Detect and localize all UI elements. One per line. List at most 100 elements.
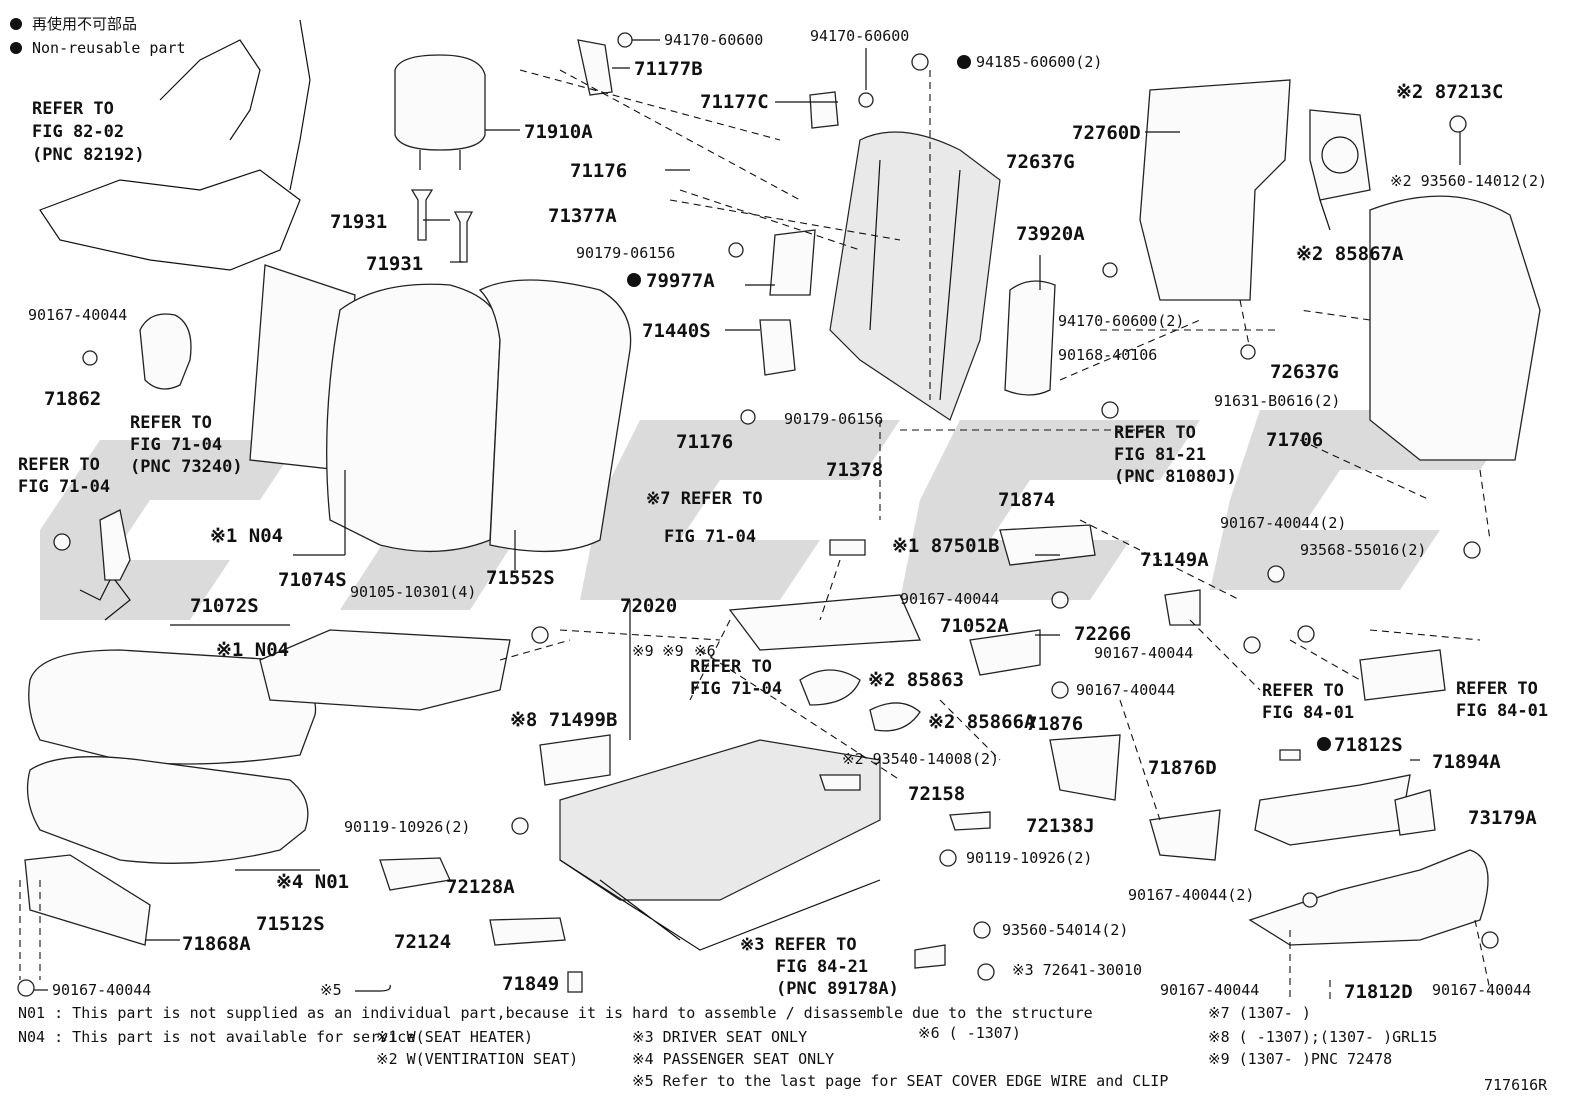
label-refer-84-01-a-fig[interactable]: FIG 84-01 bbox=[1262, 703, 1354, 723]
label-refer-71-04-a-pnc[interactable]: (PNC 73240) bbox=[130, 457, 243, 477]
part-71499B[interactable]: ※8 71499B bbox=[510, 709, 617, 731]
label-refer-84-21-pnc[interactable]: (PNC 89178A) bbox=[776, 979, 899, 999]
label-refer-84-21[interactable]: ※3 REFER TO bbox=[740, 935, 857, 955]
part-90119-10926-a[interactable]: 90119-10926(2) bbox=[344, 818, 470, 836]
part-71176-lower[interactable]: 71176 bbox=[676, 431, 733, 453]
part-90179-06156-b[interactable]: 90179-06156 bbox=[784, 410, 883, 428]
part-71812S[interactable]: 71812S bbox=[1334, 734, 1403, 756]
part-94170-60600-b[interactable]: 94170-60600 bbox=[810, 27, 909, 45]
part-71440S[interactable]: 71440S bbox=[642, 320, 711, 342]
part-71894A[interactable]: 71894A bbox=[1432, 751, 1501, 773]
label-refer-82-02-pnc[interactable]: (PNC 82192) bbox=[32, 145, 145, 165]
part-94170-60600-c[interactable]: 94170-60600(2) bbox=[1058, 312, 1184, 330]
label-refer-71-04-a-fig[interactable]: FIG 71-04 bbox=[130, 435, 222, 455]
part-71910A[interactable]: 71910A bbox=[524, 121, 593, 143]
part-71074S[interactable]: 71074S bbox=[278, 569, 347, 591]
part-71812D[interactable]: 71812D bbox=[1344, 981, 1413, 1003]
part-90119-10926-b[interactable]: 90119-10926(2) bbox=[966, 849, 1092, 867]
part-71052A[interactable]: 71052A bbox=[940, 615, 1009, 637]
part-71552S[interactable]: 71552S bbox=[486, 567, 555, 589]
part-72124[interactable]: 72124 bbox=[394, 931, 451, 953]
part-79977A[interactable]: 79977A bbox=[646, 270, 715, 292]
label-refer-81-21-pnc[interactable]: (PNC 81080J) bbox=[1114, 467, 1237, 487]
part-93560-14012[interactable]: ※2 93560-14012(2) bbox=[1390, 172, 1547, 190]
part-90167-40044-r2[interactable]: 90167-40044(2) bbox=[1220, 514, 1346, 532]
part-90167-40044-r[interactable]: 90167-40044 bbox=[1094, 644, 1193, 662]
part-71072S[interactable]: 71072S bbox=[190, 595, 259, 617]
part-90167-40044-r3[interactable]: 90167-40044(2) bbox=[1128, 886, 1254, 904]
part-93560-54014[interactable]: 93560-54014(2) bbox=[1002, 921, 1128, 939]
part-72128A[interactable]: 72128A bbox=[446, 876, 515, 898]
part-N01[interactable]: ※4 N01 bbox=[276, 871, 349, 893]
label-refer-84-21-fig[interactable]: FIG 84-21 bbox=[776, 957, 868, 977]
part-71876D[interactable]: 71876D bbox=[1148, 757, 1217, 779]
part-71931-lower[interactable]: 71931 bbox=[366, 253, 423, 275]
part-87501B[interactable]: ※1 87501B bbox=[892, 535, 999, 557]
part-90167-40044-r5[interactable]: 90167-40044 bbox=[1432, 981, 1531, 999]
part-71862[interactable]: 71862 bbox=[44, 388, 101, 410]
part-71849[interactable]: 71849 bbox=[502, 973, 559, 995]
label-refer-71-04-b[interactable]: REFER TO bbox=[18, 455, 100, 475]
label-refer-71-04-b-fig[interactable]: FIG 71-04 bbox=[18, 477, 110, 497]
part-72138J[interactable]: 72138J bbox=[1026, 815, 1095, 837]
part-71512S[interactable]: 71512S bbox=[256, 913, 325, 935]
label-refer-84-01-a[interactable]: REFER TO bbox=[1262, 681, 1344, 701]
footnotes: N01 : This part is not supplied as an in… bbox=[18, 1004, 1548, 1094]
part-72020[interactable]: 72020 bbox=[620, 595, 677, 617]
label-refer-84-01-b-fig[interactable]: FIG 84-01 bbox=[1456, 701, 1548, 721]
part-72158[interactable]: 72158 bbox=[908, 783, 965, 805]
part-72641-30010[interactable]: ※3 72641-30010 bbox=[1012, 961, 1142, 979]
part-93540-14008[interactable]: ※2 93540-14008(2) bbox=[842, 750, 999, 768]
part-90167-40044-bl[interactable]: 90167-40044 bbox=[52, 981, 151, 999]
part-90167-40044-m[interactable]: 90167-40044 bbox=[900, 590, 999, 608]
label-refer-71-04-c[interactable]: ※7 REFER TO bbox=[646, 489, 763, 509]
part-71378[interactable]: 71378 bbox=[826, 459, 883, 481]
part-90179-06156-a[interactable]: 90179-06156 bbox=[576, 244, 675, 262]
part-90167-40044-tl[interactable]: 90167-40044 bbox=[28, 306, 127, 324]
footnote-x2: ※2 W(VENTIRATION SEAT) bbox=[376, 1050, 578, 1068]
part-85866A[interactable]: ※2 85866A bbox=[928, 711, 1036, 733]
part-73179A[interactable]: 73179A bbox=[1468, 807, 1537, 829]
drawing-number: 717616R bbox=[1484, 1076, 1548, 1094]
part-71874[interactable]: 71874 bbox=[998, 489, 1055, 511]
part-71377A[interactable]: 71377A bbox=[548, 205, 617, 227]
part-91631-B0616[interactable]: 91631-B0616(2) bbox=[1214, 392, 1340, 410]
label-refer-71-04-a[interactable]: REFER TO bbox=[130, 413, 212, 433]
label-refer-81-21-fig[interactable]: FIG 81-21 bbox=[1114, 445, 1206, 465]
part-71706[interactable]: 71706 bbox=[1266, 429, 1323, 451]
part-94170-60600-a[interactable]: 94170-60600 bbox=[664, 31, 763, 49]
part-90168-40106[interactable]: 90168-40106 bbox=[1058, 346, 1157, 364]
part-71876[interactable]: 71876 bbox=[1026, 713, 1083, 735]
part-N04-seatback[interactable]: ※1 N04 bbox=[210, 525, 283, 547]
part-72266[interactable]: 72266 bbox=[1074, 623, 1131, 645]
part-71177C[interactable]: 71177C bbox=[700, 91, 769, 113]
label-refer-81-21[interactable]: REFER TO bbox=[1114, 423, 1196, 443]
part-71868A[interactable]: 71868A bbox=[182, 933, 251, 955]
part-94185-60600[interactable]: 94185-60600(2) bbox=[976, 53, 1102, 71]
part-87213C[interactable]: ※2 87213C bbox=[1396, 81, 1503, 103]
part-71149A[interactable]: 71149A bbox=[1140, 549, 1209, 571]
part-93568-55016[interactable]: 93568-55016(2) bbox=[1300, 541, 1426, 559]
label-refer-71-04-d[interactable]: REFER TO bbox=[690, 657, 772, 677]
label-refer-84-01-b[interactable]: REFER TO bbox=[1456, 679, 1538, 699]
part-72760D[interactable]: 72760D bbox=[1072, 122, 1141, 144]
label-refer-71-04-d-fig[interactable]: FIG 71-04 bbox=[690, 679, 782, 699]
label-refer-71-04-c-fig[interactable]: FIG 71-04 bbox=[664, 527, 756, 547]
label-refer-82-02-fig[interactable]: FIG 82-02 bbox=[32, 122, 124, 142]
part-90167-40044-r4[interactable]: 90167-40044 bbox=[1160, 981, 1259, 999]
part-85867A[interactable]: ※2 85867A bbox=[1296, 243, 1404, 265]
recliner-motor-shape bbox=[759, 319, 796, 376]
part-72637G-upper[interactable]: 72637G bbox=[1006, 151, 1075, 173]
part-85863[interactable]: ※2 85863 bbox=[868, 669, 964, 691]
part-72637G-lower[interactable]: 72637G bbox=[1270, 361, 1339, 383]
part-73920A[interactable]: 73920A bbox=[1016, 223, 1085, 245]
part-90105-10301[interactable]: 90105-10301(4) bbox=[350, 583, 476, 601]
part-71931-upper[interactable]: 71931 bbox=[330, 211, 387, 233]
part-N04-cushion[interactable]: ※1 N04 bbox=[216, 639, 289, 661]
footnote-x1: ※1 W(SEAT HEATER) bbox=[376, 1028, 533, 1046]
part-90167-40044-c[interactable]: 90167-40044 bbox=[1076, 681, 1175, 699]
label-refer-82-02[interactable]: REFER TO bbox=[32, 99, 114, 119]
part-71177B[interactable]: 71177B bbox=[634, 58, 703, 80]
bolt-icon bbox=[531, 626, 549, 644]
part-71176-upper[interactable]: 71176 bbox=[570, 160, 627, 182]
